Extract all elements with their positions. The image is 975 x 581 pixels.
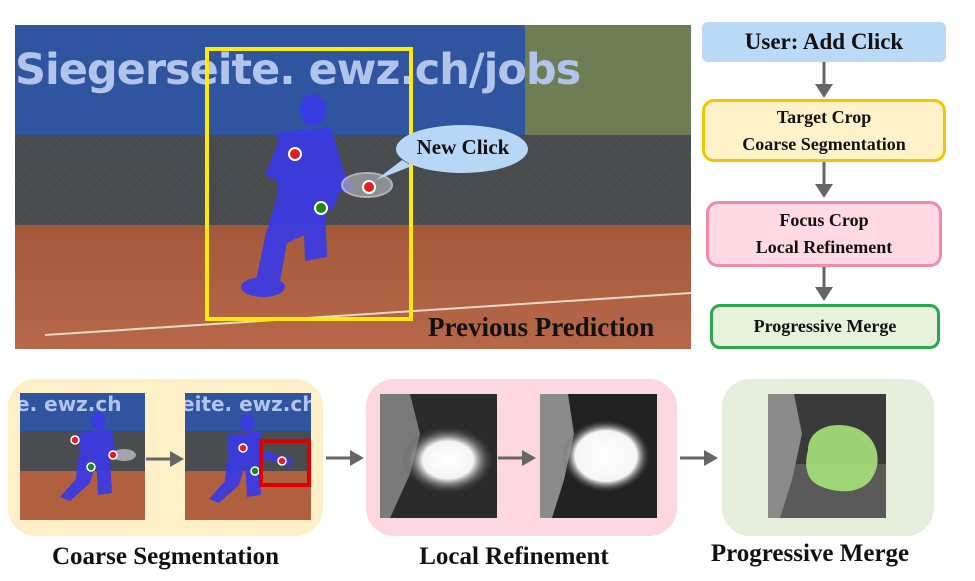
tennis-scene: [15, 25, 691, 349]
banner-text: Siegerseite. ewz.ch/jobs: [15, 45, 581, 95]
arrow-refine-to-merge: [680, 450, 718, 466]
local-refinement-caption: Local Refinement: [419, 543, 609, 570]
refine-thumb-1-heatmap: [380, 394, 497, 518]
negative-click-dot: [314, 201, 328, 215]
focus-crop-box: [259, 439, 311, 487]
refine-thumb-1: [380, 394, 497, 518]
refine-thumb-2-heatmap: [540, 394, 657, 518]
flow-arrow-2: [815, 162, 833, 198]
progressive-merge-caption: Progressive Merge: [710, 540, 910, 567]
coarse-thumb-2-scene: [185, 393, 311, 520]
coarse-thumb-2: eite. ewz.ch: [185, 393, 311, 520]
flow-step4-label: Progressive Merge: [753, 316, 897, 336]
refine-arrow: [498, 450, 536, 466]
flow-step-user-add-click: User: Add Click: [702, 22, 946, 62]
flow-step-target-crop: Target Crop Coarse Segmentation: [702, 99, 946, 162]
coarse-thumb-2-banner: eite. ewz.ch: [185, 393, 311, 416]
positive-click-dot: [288, 147, 302, 161]
coarse-segmentation-caption: Coarse Segmentation: [51, 543, 280, 570]
flow-step-focus-crop: Focus Crop Local Refinement: [706, 201, 942, 267]
previous-prediction-label: Previous Prediction: [428, 312, 655, 342]
flow-step3-line2: Local Refinement: [755, 237, 893, 257]
callout-text: New Click: [416, 135, 510, 159]
flow-arrow-3: [815, 267, 833, 301]
new-click-dot: [362, 180, 376, 194]
flow-step1-label: User: Add Click: [744, 29, 904, 54]
arrow-coarse-to-refine: [326, 450, 364, 466]
main-image: Siegerseite. ewz.ch/jobs: [15, 25, 691, 349]
coarse-arrow: [146, 451, 184, 467]
flow-step2-line2: Coarse Segmentation: [742, 133, 906, 154]
callout-bubble: [376, 125, 528, 180]
target-crop-box: [205, 47, 413, 321]
coarse-thumb-1: e. ewz.ch: [20, 393, 145, 520]
coarse-thumb-1-scene: [20, 393, 145, 520]
refine-thumb-2: [540, 394, 657, 518]
merge-thumb-scene: [768, 394, 886, 518]
flow-step-progressive-merge: Progressive Merge: [710, 304, 940, 349]
flow-step2-line1: Target Crop: [776, 106, 872, 127]
merge-thumb: [768, 394, 886, 518]
coarse-thumb-1-banner: e. ewz.ch: [20, 393, 122, 416]
flow-arrow-1: [815, 62, 833, 98]
flow-step3-line1: Focus Crop: [779, 210, 869, 230]
